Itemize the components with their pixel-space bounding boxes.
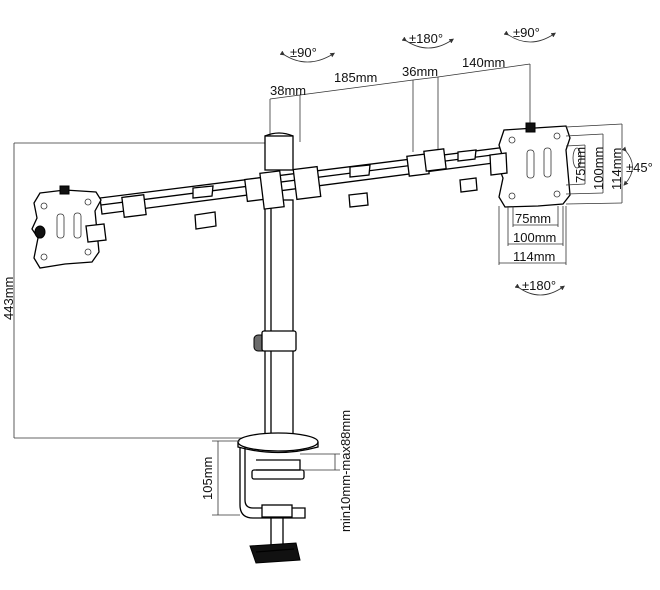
rotation-badge-left-arm: ±90° [279,45,336,63]
arm-bar [99,146,510,230]
rotation-badge-middle: ±180° [401,31,454,49]
rotation-label-right-arm: ±90° [513,25,540,40]
rotation-badge-right-arm: ±90° [503,25,556,43]
rotation-badge-tilt: ±45° [621,146,653,186]
rotation-label-tilt: ±45° [626,160,653,175]
dim-label-36mm: 36mm [402,64,438,79]
arm-dimension-line: 38mm 185mm 36mm 140mm [269,55,531,152]
desk-clamp [239,447,306,564]
right-vesa-plate [489,122,582,208]
vesa-h-114: 114mm [609,148,624,190]
rotation-label-left-arm: ±90° [290,45,317,60]
dim-label-clamp-range: min10mm-max88mm [338,410,353,532]
vesa-h-75: 75mm [573,147,588,183]
rotation-badge-bottom: ±180° [514,278,565,296]
rotation-label-bottom: ±180° [522,278,556,293]
vesa-w-75: 75mm [515,211,551,226]
dim-label-38mm: 38mm [270,83,306,98]
dim-label-185mm: 185mm [334,70,377,85]
dim-label-105mm: 105mm [200,457,215,500]
vesa-width-dimensions: 75mm 100mm 114mm [498,206,567,265]
vesa-h-100: 100mm [591,147,606,190]
clamp-dimensions: 105mm min10mm-max88mm [200,410,353,532]
vesa-w-114: 114mm [513,249,555,264]
vesa-height-dimensions: 75mm 100mm 114mm [565,123,624,205]
base-plate [237,432,319,454]
vesa-w-100: 100mm [513,230,556,245]
dim-label-443mm: 443mm [1,277,16,320]
rotation-label-middle: ±180° [409,31,443,46]
height-dimension: 443mm [1,142,268,439]
clamp-knob [249,542,301,564]
left-vesa-plate [31,185,107,269]
dim-label-140mm: 140mm [462,55,505,70]
